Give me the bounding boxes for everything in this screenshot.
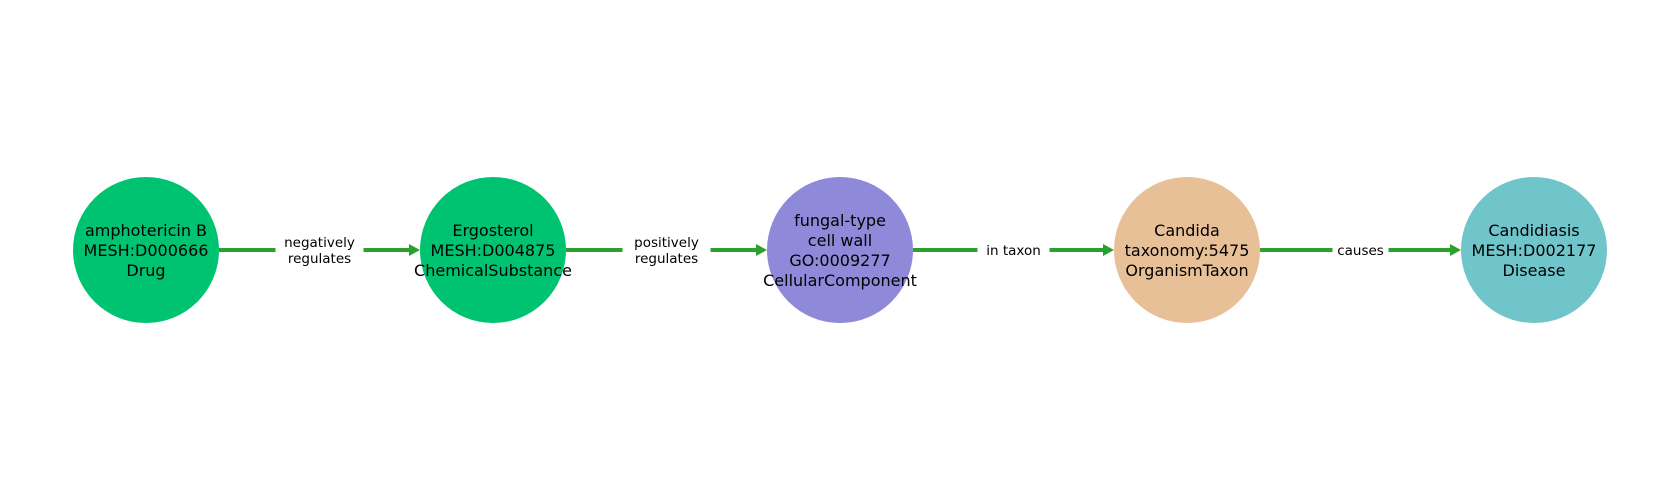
node-circle[interactable] [1114, 177, 1260, 323]
edge-label: causes [1337, 243, 1384, 259]
edge-label: regulates [288, 251, 351, 267]
arrowhead-icon [1103, 244, 1114, 256]
arrowhead-icon [756, 244, 767, 256]
edge-label-bg [977, 240, 1050, 260]
node-circle[interactable] [73, 177, 219, 323]
node-circle[interactable] [420, 177, 566, 323]
node-label: Candidiasis [1488, 221, 1579, 240]
node-label: ChemicalSubstance [414, 261, 572, 280]
edge-label: positively [634, 235, 699, 251]
node-label: MESH:D004875 [431, 241, 556, 260]
edge: causes [1260, 240, 1461, 260]
node-label: Drug [126, 261, 165, 280]
node-label: Disease [1503, 261, 1566, 280]
arrowhead-icon [409, 244, 420, 256]
node-label: OrganismTaxon [1125, 261, 1248, 280]
edge-label: in taxon [986, 243, 1041, 259]
edge-label: negatively [284, 235, 355, 251]
node-circle[interactable] [767, 177, 913, 323]
node-label: CellularComponent [763, 271, 917, 290]
edge: in taxon [913, 240, 1114, 260]
node-label: GO:0009277 [789, 251, 890, 270]
node-circle[interactable] [1461, 177, 1607, 323]
node-label: MESH:D000666 [84, 241, 209, 260]
node-label: amphotericin B [85, 221, 207, 240]
node-label: cell wall [808, 231, 872, 250]
edge-label: regulates [635, 251, 698, 267]
node-label: taxonomy:5475 [1125, 241, 1250, 260]
edge-label-bg [1332, 240, 1389, 260]
edge-label-bg [275, 232, 364, 268]
arrowhead-icon [1450, 244, 1461, 256]
node-label: MESH:D002177 [1472, 241, 1597, 260]
node-label: fungal-type [794, 211, 886, 230]
node-label: Candida [1154, 221, 1220, 240]
node-label: Ergosterol [452, 221, 533, 240]
edge-label-bg [622, 232, 711, 268]
